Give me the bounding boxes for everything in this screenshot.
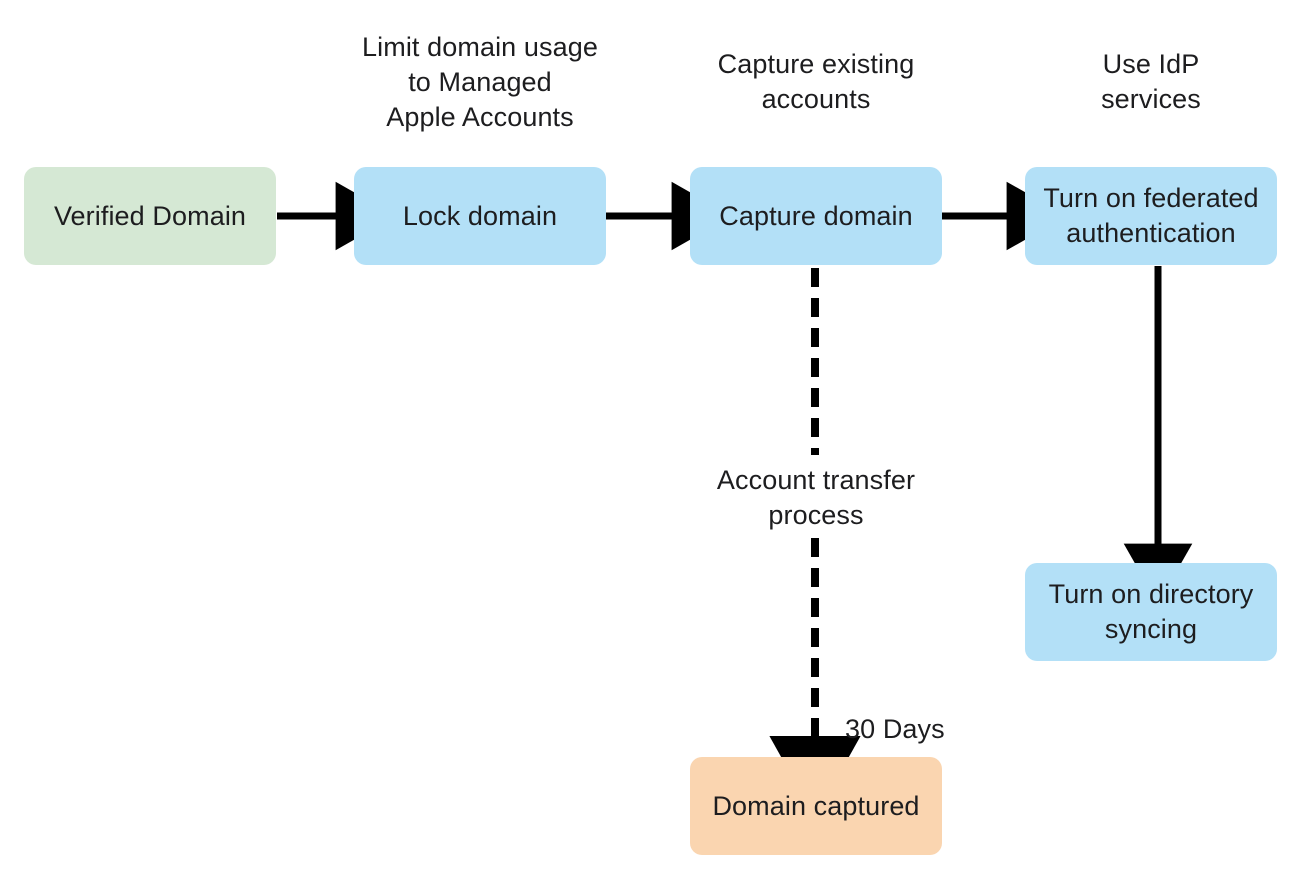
caption-lock-domain: Limit domain usage to Managed Apple Acco… [362,32,598,133]
node-domain-captured[interactable]: Domain captured [690,757,942,855]
node-lock-domain[interactable]: Lock domain [354,167,606,265]
caption-capture-domain: Capture existing accounts [717,49,915,115]
edge-label-30-days: 30 Days [845,714,945,744]
edge-label-account-transfer-process: Account transfer process [716,465,916,531]
node-turn-on-directory-syncing[interactable]: Turn on directory syncing [1025,563,1277,661]
node-capture-domain[interactable]: Capture domain [690,167,942,265]
node-turn-on-federated-authentication[interactable]: Turn on federated authentication [1025,167,1277,265]
caption-federated-authentication: Use IdP services [1101,49,1201,115]
node-verified-domain[interactable]: Verified Domain [24,167,276,265]
